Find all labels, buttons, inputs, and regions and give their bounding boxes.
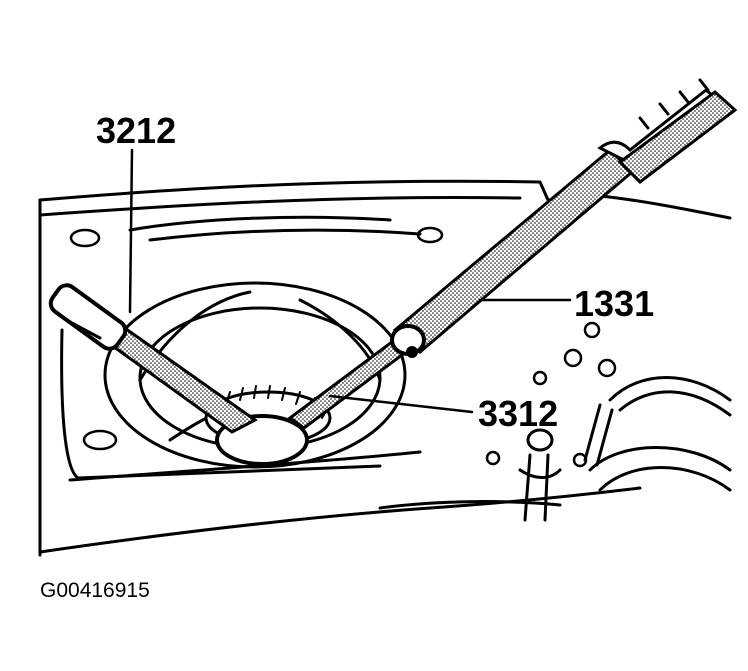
figure-id: G00416915 [40, 579, 150, 602]
mounting-bolts [69, 226, 617, 468]
callout-3312: 3312 [478, 393, 558, 434]
holding-tool-3212 [48, 283, 258, 434]
callout-1331: 1331 [574, 283, 654, 324]
callout-3212: 3212 [96, 110, 176, 151]
clamp-bracket [518, 428, 562, 522]
hose [583, 376, 732, 492]
leader-lines [128, 148, 572, 414]
torque-wrench-1331 [390, 78, 738, 358]
